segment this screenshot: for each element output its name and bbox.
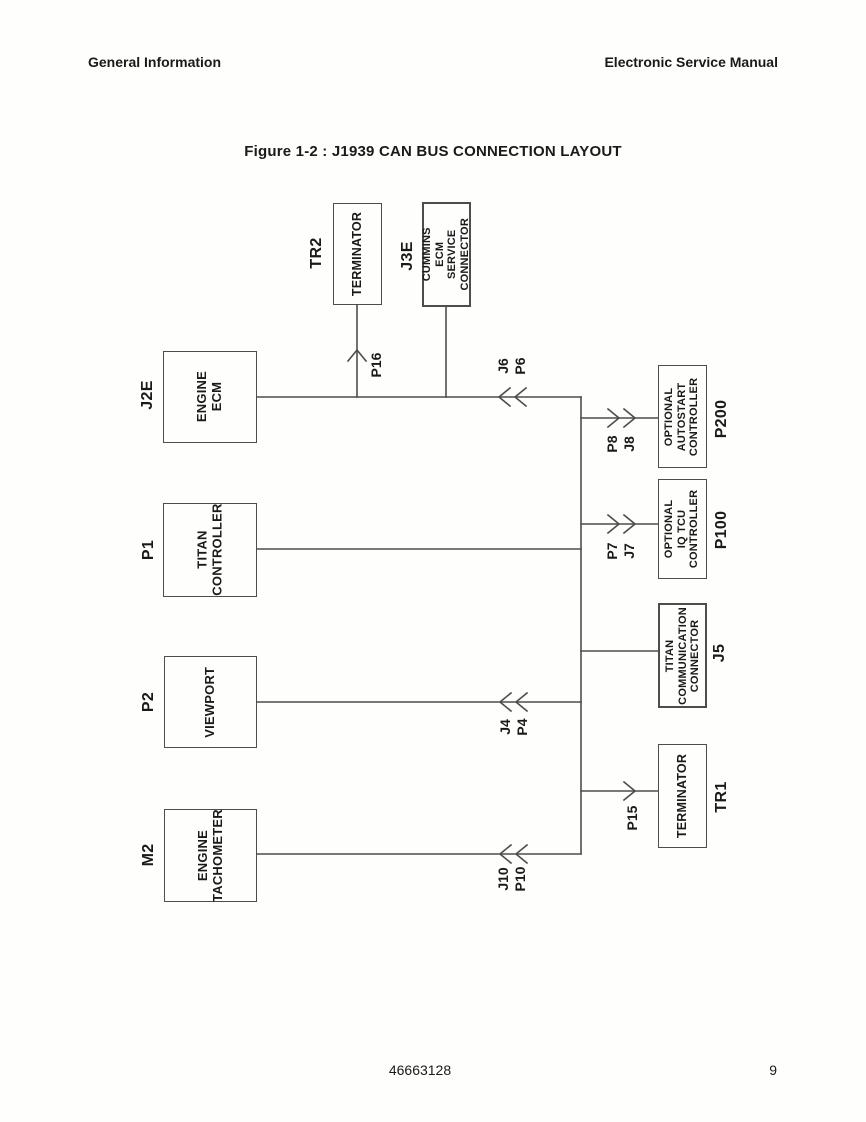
chevron-j10-icon xyxy=(498,843,513,865)
chevron-j6-icon xyxy=(497,386,512,408)
wire-label-p8: P8 xyxy=(604,435,620,453)
box-tr2-terminator: TERMINATOR xyxy=(333,203,382,305)
wire-label-p6: P6 xyxy=(512,357,528,375)
box-cummins-ecm-service-label: CUMMINS ECM SERVICE CONNECTOR xyxy=(421,218,472,291)
port-label-j3e: J3E xyxy=(399,241,416,271)
chevron-j8-icon xyxy=(622,407,637,429)
footer-doc-number: 46663128 xyxy=(388,1062,452,1078)
footer-page-number: 9 xyxy=(769,1062,777,1078)
box-iq-tcu-controller: OPTIONAL IQ TCU CONTROLLER xyxy=(658,479,707,579)
port-label-p2: P2 xyxy=(140,691,157,713)
port-label-j5: J5 xyxy=(711,643,728,663)
box-titan-comm-connector: TITAN COMMUNICATION CONNECTOR xyxy=(658,603,707,708)
wire-label-p15: P15 xyxy=(624,805,640,831)
figure-caption: Figure 1-2 : J1939 CAN BUS CONNECTION LA… xyxy=(244,143,622,160)
wire-label-j4: J4 xyxy=(497,719,513,735)
wire-label-p10: P10 xyxy=(512,866,528,892)
port-label-tr2: TR2 xyxy=(308,237,325,269)
box-engine-tachometer: ENGINE TACHOMETER xyxy=(164,809,257,902)
box-tr1-terminator-label: TERMINATOR xyxy=(675,753,690,839)
box-engine-ecm-label: ENGINE ECM xyxy=(194,371,224,423)
chevron-p10-icon xyxy=(514,843,529,865)
chevron-j7-icon xyxy=(622,513,637,535)
box-cummins-ecm-service: CUMMINS ECM SERVICE CONNECTOR xyxy=(421,202,472,307)
chevron-p15-icon xyxy=(622,780,637,802)
wire-label-p16: P16 xyxy=(368,352,384,378)
box-tr1-terminator: TERMINATOR xyxy=(658,744,707,848)
box-engine-tachometer-label: ENGINE TACHOMETER xyxy=(194,809,225,902)
box-autostart-controller-label: OPTIONAL AUTOSTART CONTROLLER xyxy=(663,377,701,456)
port-label-m2: M2 xyxy=(140,843,157,867)
wire-label-j8: J8 xyxy=(621,436,637,452)
chevron-p16-icon xyxy=(346,348,368,363)
wire-label-j10: J10 xyxy=(495,867,511,891)
wire-label-p7: P7 xyxy=(604,542,620,560)
header-section-title: General Information xyxy=(88,54,222,70)
port-label-p200: P200 xyxy=(713,399,730,439)
port-label-p1: P1 xyxy=(140,539,157,561)
header-manual-title: Electronic Service Manual xyxy=(604,54,778,70)
wire-label-p4: P4 xyxy=(514,718,530,736)
chevron-j4-icon xyxy=(498,691,513,713)
box-titan-comm-connector-label: TITAN COMMUNICATION CONNECTOR xyxy=(663,606,701,705)
wire-label-j7: J7 xyxy=(621,543,637,559)
box-iq-tcu-controller-label: OPTIONAL IQ TCU CONTROLLER xyxy=(663,489,701,569)
port-label-tr1: TR1 xyxy=(713,781,730,813)
chevron-p6-icon xyxy=(513,386,528,408)
box-engine-ecm: ENGINE ECM xyxy=(163,351,257,443)
port-label-j2e: J2E xyxy=(139,380,156,410)
box-titan-controller: TITAN CONTROLLER xyxy=(163,503,257,597)
chevron-p8-icon xyxy=(606,407,621,429)
box-titan-controller-label: TITAN CONTROLLER xyxy=(194,503,224,597)
wire-label-j6: J6 xyxy=(495,358,511,374)
box-tr2-terminator-label: TERMINATOR xyxy=(350,211,365,297)
chevron-p7-icon xyxy=(606,513,621,535)
box-autostart-controller: OPTIONAL AUTOSTART CONTROLLER xyxy=(658,365,707,468)
box-viewport-label: VIEWPORT xyxy=(202,666,218,738)
port-label-p100: P100 xyxy=(713,510,730,550)
box-viewport: VIEWPORT xyxy=(164,656,257,748)
chevron-p4-icon xyxy=(514,691,529,713)
